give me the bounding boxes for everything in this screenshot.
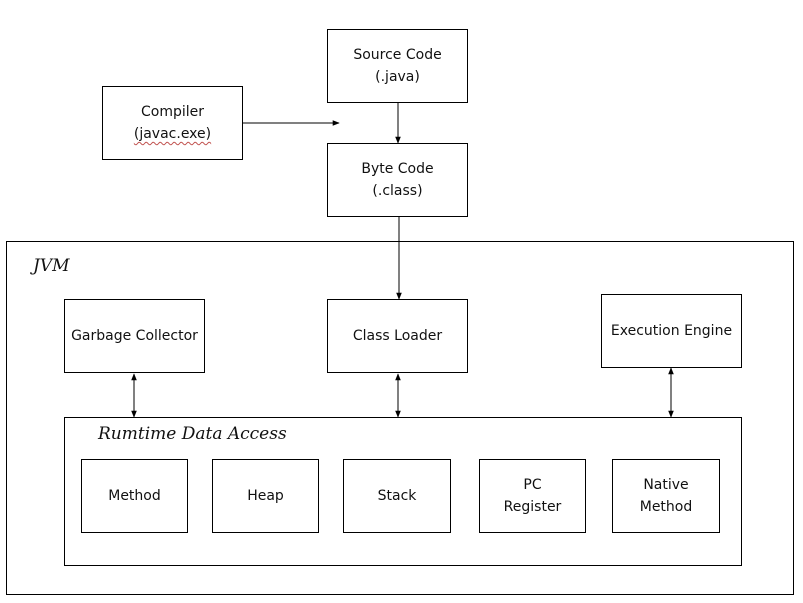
runtime-data-label: Rumtime Data Access [98,424,287,444]
heap-area-box: Heap [212,459,319,533]
native-method-label-line1: Native [643,477,689,493]
jvm-region [6,241,794,595]
native-method-box: Native Method [612,459,720,533]
class-loader-box: Class Loader [327,299,468,373]
pc-register-box: PC Register [479,459,586,533]
jvm-label: JVM [33,256,70,276]
native-method-label-line2: Method [639,499,693,515]
byte-code-box: Byte Code (.class) [327,143,468,217]
execution-engine-label: Execution Engine [610,323,733,339]
heap-area-label: Heap [247,488,284,504]
method-area-box: Method [81,459,188,533]
garbage-collector-box: Garbage Collector [64,299,205,373]
byte-code-label: Byte Code [361,161,434,177]
compiler-label: Compiler [140,104,204,120]
runtime-data-region [64,417,742,566]
class-loader-label: Class Loader [352,328,443,344]
stack-area-label: Stack [377,488,417,504]
pc-register-label-line1: PC [523,477,542,493]
pc-register-label-line2: Register [503,499,562,515]
compiler-executable: (javac.exe) [133,126,212,142]
source-code-extension: (.java) [375,69,420,85]
source-code-box: Source Code (.java) [327,29,468,103]
garbage-collector-label: Garbage Collector [71,328,198,344]
method-area-label: Method [108,488,161,504]
execution-engine-box: Execution Engine [601,294,742,368]
byte-code-extension: (.class) [372,183,423,199]
source-code-label: Source Code [353,47,442,63]
stack-area-box: Stack [343,459,451,533]
compiler-box: Compiler (javac.exe) [102,86,243,160]
